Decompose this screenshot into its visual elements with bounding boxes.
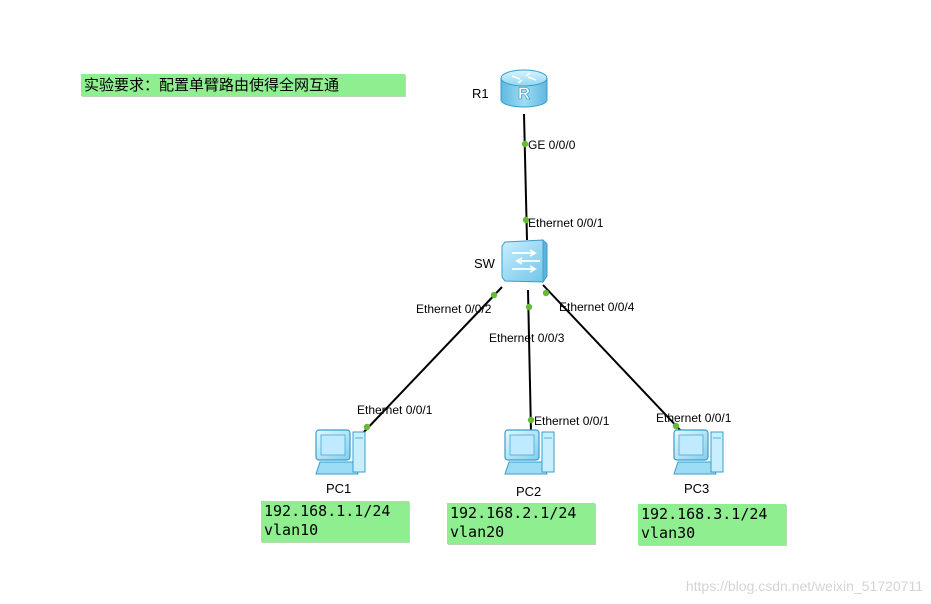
port-dot-sw-e3[interactable] bbox=[525, 303, 533, 311]
port-label-sw-e4: Ethernet 0/0/4 bbox=[559, 300, 635, 314]
pc3-ip: 192.168.3.1/24 bbox=[641, 505, 768, 523]
switch-icon[interactable] bbox=[501, 239, 548, 284]
port-label-r1-ge: GE 0/0/0 bbox=[528, 138, 576, 152]
port-dot-sw-e2[interactable] bbox=[490, 291, 498, 299]
port-dot-pc2-e1[interactable] bbox=[527, 416, 535, 424]
port-label-pc1-e1: Ethernet 0/0/1 bbox=[357, 403, 433, 417]
pc1-vlan: vlan10 bbox=[264, 521, 319, 539]
link-sw-pc1[interactable] bbox=[361, 286, 503, 435]
pc3-icon[interactable] bbox=[673, 429, 724, 475]
pc2-ip-note: 192.168.2.1/24 vlan20 bbox=[447, 503, 595, 544]
pc2-vlan: vlan20 bbox=[450, 523, 505, 541]
port-label-sw-e3: Ethernet 0/0/3 bbox=[489, 331, 565, 345]
link-sw-pc2[interactable] bbox=[527, 289, 532, 433]
router-label: R1 bbox=[472, 86, 489, 101]
port-dot-r1-ge[interactable] bbox=[521, 140, 529, 148]
port-label-pc2-e1: Ethernet 0/0/1 bbox=[534, 414, 610, 428]
pc2-icon[interactable] bbox=[504, 429, 555, 475]
port-label-sw-e2: Ethernet 0/0/2 bbox=[416, 302, 492, 316]
port-dot-sw-e4[interactable] bbox=[542, 289, 550, 297]
pc1-ip-note: 192.168.1.1/24 vlan10 bbox=[261, 501, 409, 542]
port-dots bbox=[363, 140, 680, 431]
port-dot-pc1-e1[interactable] bbox=[363, 423, 371, 431]
port-label-sw-e1: Ethernet 0/0/1 bbox=[528, 216, 604, 230]
port-label-pc3-e1: Ethernet 0/0/1 bbox=[656, 411, 732, 425]
pc3-ip-note: 192.168.3.1/24 vlan30 bbox=[638, 504, 786, 545]
pc1-ip: 192.168.1.1/24 bbox=[264, 502, 391, 520]
pc1-icon[interactable] bbox=[315, 429, 366, 475]
pc2-label: PC2 bbox=[516, 484, 542, 499]
pc3-vlan: vlan30 bbox=[641, 524, 696, 542]
pc3-label: PC3 bbox=[684, 481, 710, 496]
port-dot-sw-e1[interactable] bbox=[522, 216, 530, 224]
watermark: https://blog.csdn.net/weixin_51720711 bbox=[685, 578, 923, 594]
port-dot-pc3-e1[interactable] bbox=[672, 422, 680, 430]
link-sw-pc3[interactable] bbox=[542, 284, 683, 433]
pc2-ip: 192.168.2.1/24 bbox=[450, 504, 577, 522]
router-glyph: R bbox=[518, 84, 530, 103]
router-icon[interactable]: R bbox=[500, 69, 548, 108]
requirement-note: 实验要求：配置单臂路由使得全网互通 bbox=[81, 74, 405, 96]
pc1-label: PC1 bbox=[326, 481, 352, 496]
switch-label: SW bbox=[474, 256, 495, 271]
